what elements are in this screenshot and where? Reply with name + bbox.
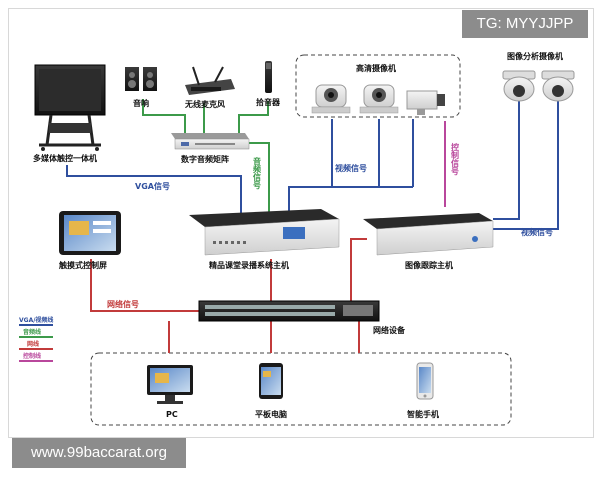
audio-matrix-icon: [171, 133, 250, 150]
signal-vga: VGA信号: [135, 181, 170, 191]
audio-line-pickup: [238, 101, 269, 133]
hd-camera-2-icon: [359, 84, 399, 114]
label-pc: PC: [166, 410, 178, 419]
hd-camera-3-icon: [406, 90, 445, 115]
pc-icon: [147, 365, 193, 404]
label-wireless-mic: 无线麦克风: [184, 99, 225, 109]
client-device-group: [90, 352, 512, 426]
hd-camera-group: [295, 54, 461, 118]
tablet-icon: [259, 363, 283, 399]
label-analysis-camera: 图像分析摄像机: [507, 51, 563, 61]
signal-video-2: 视频信号: [521, 227, 553, 237]
legend: VGA/视频线 音频线 网线 控制线: [19, 316, 53, 362]
label-speaker: 音响: [133, 98, 149, 108]
speaker-icon: [125, 67, 157, 91]
legend-label-network: 网线: [27, 340, 39, 348]
label-touch-screen: 触摸式控制屏: [59, 260, 107, 270]
analysis-camera-1-icon: [502, 70, 536, 102]
pickup-mic-icon: [265, 61, 272, 93]
label-tracking-host: 图像跟踪主机: [405, 260, 453, 270]
smartphone-icon: [416, 362, 434, 400]
watermark-tg: TG: MYYJJPP: [462, 10, 588, 38]
label-tablet: 平板电脑: [255, 409, 287, 419]
audio-line-matrix: [245, 142, 270, 213]
recording-host-icon: [189, 209, 340, 256]
legend-label-control: 控制线: [23, 352, 41, 360]
label-hd-camera: 高清摄像机: [356, 63, 396, 73]
video-line-hd-bus: [288, 186, 413, 213]
label-pickup: 拾音器: [256, 97, 281, 107]
network-switch-icon: [198, 300, 380, 322]
system-diagram: 多媒体触控一体机 音响 无线麦克风 拾音器 数字音频矩阵 高清摄像机 图像分析摄…: [19, 51, 575, 426]
legend-label-audio: 音频线: [23, 328, 41, 336]
signal-video-1: 视频信号: [335, 163, 367, 173]
label-network-device: 网络设备: [373, 325, 406, 335]
label-multimedia: 多媒体触控一体机: [33, 153, 97, 163]
network-line-tracking: [350, 238, 367, 301]
signal-network: 网络信号: [107, 299, 139, 309]
touch-control-screen-icon: [59, 211, 121, 255]
network-line-touch: [90, 259, 199, 312]
video-line-analysis1: [493, 101, 520, 220]
audio-line-speaker: [142, 99, 186, 133]
vga-line: [66, 165, 242, 213]
tracking-host-icon: [363, 213, 494, 256]
signal-control: 控制信号: [451, 142, 460, 176]
hd-camera-1-icon: [311, 84, 351, 114]
label-phone: 智能手机: [407, 409, 439, 419]
legend-label-vga: VGA/视频线: [19, 316, 53, 324]
wireless-mic-icon: [185, 66, 235, 95]
label-recording-host: 精品课堂录播系统主机: [209, 260, 289, 270]
video-line-analysis2: [493, 101, 559, 230]
multimedia-display-icon: [34, 64, 106, 151]
watermark-url: www.99baccarat.org: [12, 438, 186, 468]
diagram-frame: 多媒体触控一体机 音响 无线麦克风 拾音器 数字音频矩阵 高清摄像机 图像分析摄…: [8, 8, 594, 438]
signal-audio: 音频信号: [253, 156, 262, 190]
analysis-camera-2-icon: [541, 70, 575, 102]
label-audio-matrix: 数字音频矩阵: [181, 154, 229, 164]
